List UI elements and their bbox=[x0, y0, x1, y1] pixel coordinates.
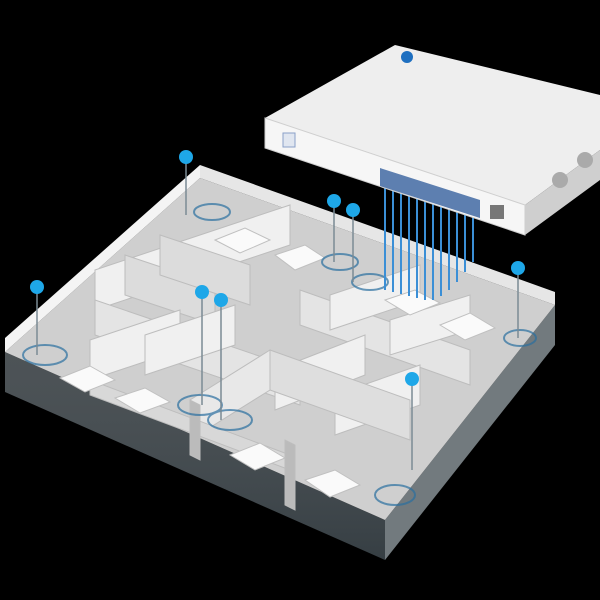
floor-plan bbox=[5, 165, 555, 560]
switch-side bbox=[525, 150, 600, 235]
switch-port-block bbox=[380, 168, 480, 218]
pin-head bbox=[30, 280, 44, 294]
sfp-ports bbox=[490, 205, 504, 219]
coverage-rings bbox=[22, 203, 537, 506]
location-pin-icon bbox=[327, 194, 341, 262]
back-right-wall bbox=[200, 165, 555, 305]
location-pin-icon bbox=[511, 261, 525, 338]
bed bbox=[303, 469, 362, 498]
location-pin-icon bbox=[195, 285, 209, 405]
pin-head bbox=[346, 203, 360, 217]
switch-top bbox=[265, 45, 600, 205]
access-point-pins bbox=[30, 150, 525, 470]
fan-vent bbox=[577, 152, 593, 168]
fan-vent bbox=[552, 172, 568, 188]
bed bbox=[438, 312, 497, 341]
beds bbox=[58, 227, 497, 498]
location-pin-icon bbox=[346, 203, 360, 282]
pin-head bbox=[511, 261, 525, 275]
pin-head bbox=[327, 194, 341, 208]
interior-walls bbox=[89, 204, 471, 511]
floor-slab-right bbox=[385, 305, 555, 560]
network-switch-icon bbox=[264, 45, 600, 236]
location-pin-icon bbox=[30, 280, 44, 355]
pin-head bbox=[214, 293, 228, 307]
location-pin-icon bbox=[405, 372, 419, 470]
pin-head bbox=[405, 372, 419, 386]
pin-head bbox=[179, 150, 193, 164]
bed bbox=[213, 227, 272, 254]
network-cables bbox=[384, 180, 474, 300]
bed bbox=[113, 387, 172, 414]
bed bbox=[58, 365, 117, 393]
pin-head bbox=[195, 285, 209, 299]
bed bbox=[228, 442, 287, 471]
location-pin-icon bbox=[214, 293, 228, 420]
location-pin-icon bbox=[179, 150, 193, 215]
back-left-wall bbox=[5, 165, 200, 352]
switch-marker bbox=[401, 51, 413, 63]
switch-display bbox=[282, 132, 296, 148]
bed bbox=[383, 289, 442, 316]
